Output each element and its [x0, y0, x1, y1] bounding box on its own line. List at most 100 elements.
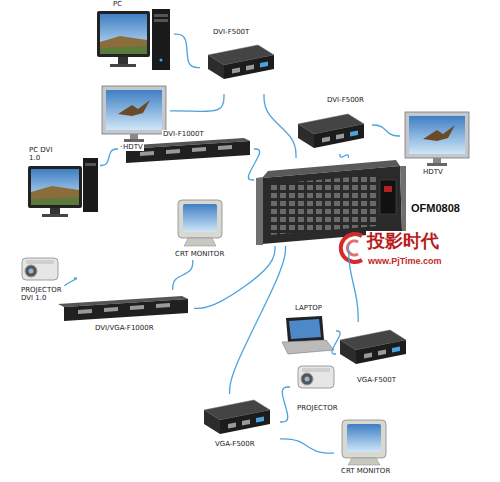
- cable-connector: [230, 246, 286, 394]
- crt-illustration: [348, 458, 380, 465]
- pc-illustration: [31, 186, 79, 205]
- hdtv-illustration: [405, 112, 469, 166]
- rack-illustration: [166, 149, 180, 154]
- rack-illustration: [120, 138, 250, 163]
- rack-illustration: [58, 296, 188, 321]
- device-node: CRT MONITOR: [168, 196, 230, 260]
- device-label: DVI-F500T: [212, 28, 250, 36]
- cable-connector: [372, 125, 400, 136]
- device-label: PROJECTOR DVI 1.0: [20, 286, 68, 302]
- crt-illustration: [183, 204, 217, 232]
- device-node: PC DVI 1.0: [18, 146, 100, 224]
- transmitter-illustration: [340, 330, 406, 364]
- matrix-illustration: [270, 175, 377, 235]
- cable-connector: [100, 149, 118, 166]
- rack-illustration: [104, 307, 118, 312]
- rack-illustration: [126, 141, 250, 163]
- receiver-illustration: [298, 114, 364, 148]
- pc-illustration: [100, 46, 147, 54]
- cable-connector: [264, 94, 296, 158]
- hdtv-illustration: [409, 116, 465, 154]
- device-label: PC DVI 1.0: [28, 146, 62, 162]
- hdtv-illustration: [102, 86, 166, 134]
- device-node: PC: [92, 0, 174, 76]
- device-label: DVI-F1000T: [162, 130, 205, 138]
- matrix-illustration: [400, 166, 406, 232]
- crt-illustration: [342, 420, 386, 458]
- projector-illustration: [26, 260, 54, 264]
- cable-connector: [174, 34, 200, 67]
- hdtv-illustration: [427, 163, 447, 166]
- rack-illustration: [192, 147, 206, 152]
- crt-illustration: [178, 200, 222, 238]
- device-node: CRT MONITOR: [334, 416, 396, 478]
- crt-illustration: [347, 424, 381, 452]
- device-node: VGA-F500T: [336, 322, 410, 386]
- hdtv-illustration: [124, 139, 144, 142]
- device-label: OFM0808: [410, 202, 461, 215]
- pc-illustration: [31, 197, 79, 205]
- device-label: CRT MONITOR: [174, 250, 225, 258]
- pc-illustration: [83, 158, 98, 212]
- transmitter-illustration: [208, 45, 274, 79]
- pc-illustration: [31, 169, 79, 205]
- projector-illustration: [301, 373, 313, 385]
- device-node: HDTV: [98, 82, 170, 154]
- hdtv-illustration: [102, 86, 166, 142]
- projector-illustration: [22, 258, 58, 280]
- cable-connector: [280, 439, 334, 453]
- projector-illustration: [298, 366, 334, 388]
- hdtv-illustration: [118, 100, 150, 116]
- rack-illustration: [156, 303, 170, 308]
- laptop-illustration: [282, 340, 334, 354]
- device-node: HDTV: [400, 108, 476, 178]
- watermark-logo: [341, 234, 362, 262]
- device-label: HDTV: [422, 168, 444, 176]
- pc-illustration: [152, 9, 170, 70]
- projector-illustration: [298, 366, 334, 388]
- watermark-logo: [341, 234, 362, 262]
- cable-connector: [332, 331, 340, 354]
- crt-illustration: [184, 238, 216, 246]
- hdtv-illustration: [433, 158, 441, 163]
- pc-illustration: [100, 36, 147, 54]
- matrix-illustration: [380, 180, 396, 214]
- device-node: DVI-F500R: [292, 96, 372, 154]
- device-label: LAPTOP: [294, 304, 323, 312]
- rack-illustration: [78, 309, 92, 314]
- cable-connector: [349, 246, 359, 322]
- crt-illustration: [342, 420, 386, 465]
- pc-illustration: [97, 9, 170, 70]
- device-label: CRT MONITOR: [340, 467, 391, 475]
- projector-illustration: [305, 377, 310, 382]
- device-label: VGA-F500T: [356, 376, 397, 384]
- laptop-illustration: [289, 319, 321, 339]
- receiver-illustration: [204, 400, 270, 434]
- cable-connector: [280, 387, 290, 422]
- cable-connector: [170, 94, 224, 111]
- laptop-illustration: [282, 316, 334, 354]
- cable-connector: [340, 154, 349, 158]
- device-label: VGA-F500R: [214, 440, 256, 448]
- pc-illustration: [110, 64, 136, 67]
- pc-illustration: [28, 166, 82, 208]
- rack-illustration: [218, 145, 232, 150]
- watermark-text: 投影时代: [366, 231, 440, 252]
- device-node: PROJECTOR DVI 1.0: [16, 250, 74, 306]
- device-label: HDTV: [122, 143, 144, 151]
- device-label: DVI/VGA-F1000R: [94, 324, 155, 332]
- watermark-text: www.PjTime.com: [367, 256, 443, 266]
- hdtv-illustration: [130, 134, 138, 139]
- device-node: DVI-F500T: [200, 28, 280, 94]
- hdtv-illustration: [106, 90, 162, 130]
- projector-illustration: [22, 258, 58, 280]
- rack-illustration: [130, 305, 144, 310]
- device-node: DVI-F1000T: [118, 130, 254, 168]
- matrix-illustration: [384, 186, 392, 192]
- laptop-illustration: [286, 316, 324, 342]
- pc-illustration: [154, 19, 168, 22]
- crt-illustration: [178, 200, 222, 246]
- pc-illustration: [118, 57, 128, 64]
- device-node: LAPTOP: [276, 304, 336, 358]
- device-label: PROJECTOR: [296, 404, 339, 412]
